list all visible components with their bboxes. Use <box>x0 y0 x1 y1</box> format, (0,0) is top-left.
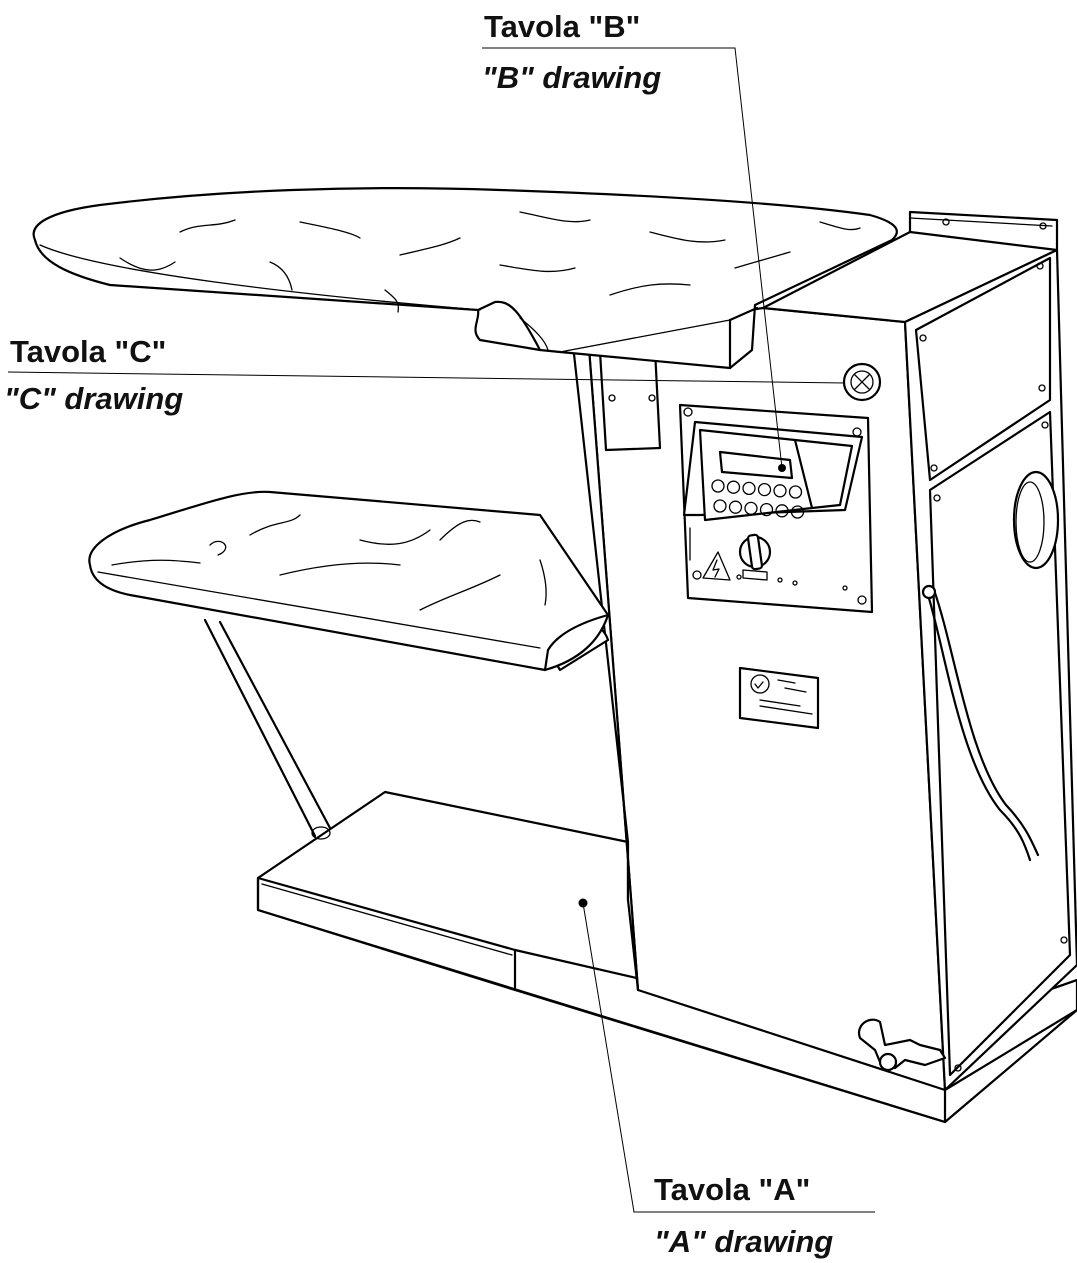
control-button <box>790 505 805 519</box>
control-button <box>726 480 741 494</box>
control-button <box>775 504 789 518</box>
control-button <box>728 500 743 514</box>
control-button <box>788 485 803 499</box>
callout-b-subtitle: "B" drawing <box>482 60 661 95</box>
control-button <box>773 484 787 498</box>
control-button <box>742 481 756 496</box>
callout-c-title: Tavola "C" <box>10 334 166 369</box>
control-button <box>757 482 772 497</box>
upper-ironing-board <box>32 187 898 370</box>
control-buttons <box>711 479 805 519</box>
control-button <box>759 502 774 517</box>
callout-c: Tavola "C" "C" drawing <box>4 334 183 416</box>
callout-a: Tavola "A" "A" drawing <box>654 1172 833 1259</box>
control-button <box>713 499 727 513</box>
callout-a-subtitle: "A" drawing <box>654 1224 833 1259</box>
callout-leaders <box>7 47 875 1213</box>
info-label-plate <box>738 666 820 730</box>
callout-b-title: Tavola "B" <box>484 9 640 44</box>
callout-b: Tavola "B" "B" drawing <box>482 9 661 95</box>
warning-icon <box>702 551 731 581</box>
control-panel <box>678 362 882 614</box>
lcd-display <box>718 450 794 480</box>
control-button <box>711 479 725 493</box>
control-button <box>744 501 758 516</box>
lower-ironing-arm <box>88 490 610 672</box>
callout-a-title: Tavola "A" <box>654 1172 810 1207</box>
callout-c-subtitle: "C" drawing <box>4 381 183 416</box>
